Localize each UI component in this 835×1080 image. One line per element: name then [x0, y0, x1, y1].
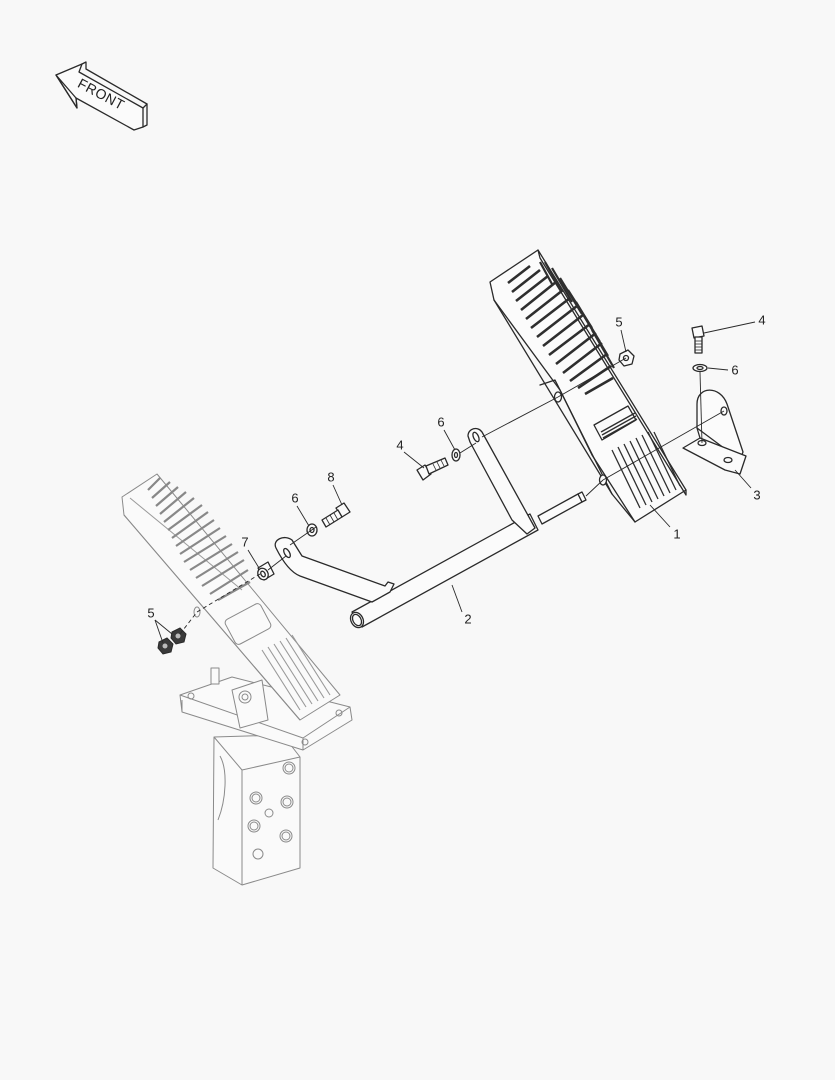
callout-7: 7 [241, 534, 249, 550]
callout-5: 5 [147, 605, 155, 621]
callout-6: 6 [437, 414, 445, 430]
bolt-part-8 [321, 502, 351, 528]
callout-6: 6 [291, 490, 299, 506]
pedal-valve-reference [121, 473, 353, 886]
callout-4: 4 [396, 437, 404, 453]
callout-2: 2 [464, 611, 472, 627]
callout-5: 5 [615, 314, 623, 330]
callout-leaders [154, 321, 756, 644]
washer-part-6-top [692, 363, 708, 373]
nut-part-5-top [618, 349, 635, 367]
nut-part-5-left [157, 627, 187, 655]
pedal-part-1 [489, 249, 687, 523]
callout-3: 3 [753, 487, 761, 503]
assembly-axis-lines [179, 357, 725, 635]
callout-8: 8 [327, 469, 335, 485]
washer-part-6-middle [451, 448, 461, 462]
bracket-part-3 [682, 389, 747, 475]
callout-6: 6 [731, 362, 739, 378]
bolt-part-4-top [691, 325, 705, 354]
pedal-shaft-part-2 [274, 427, 587, 629]
front-arrow-icon [55, 61, 148, 131]
callout-4: 4 [758, 312, 766, 328]
bushing-part-7 [257, 561, 275, 581]
bolt-part-4-middle [416, 457, 449, 481]
callout-1: 1 [673, 526, 681, 542]
